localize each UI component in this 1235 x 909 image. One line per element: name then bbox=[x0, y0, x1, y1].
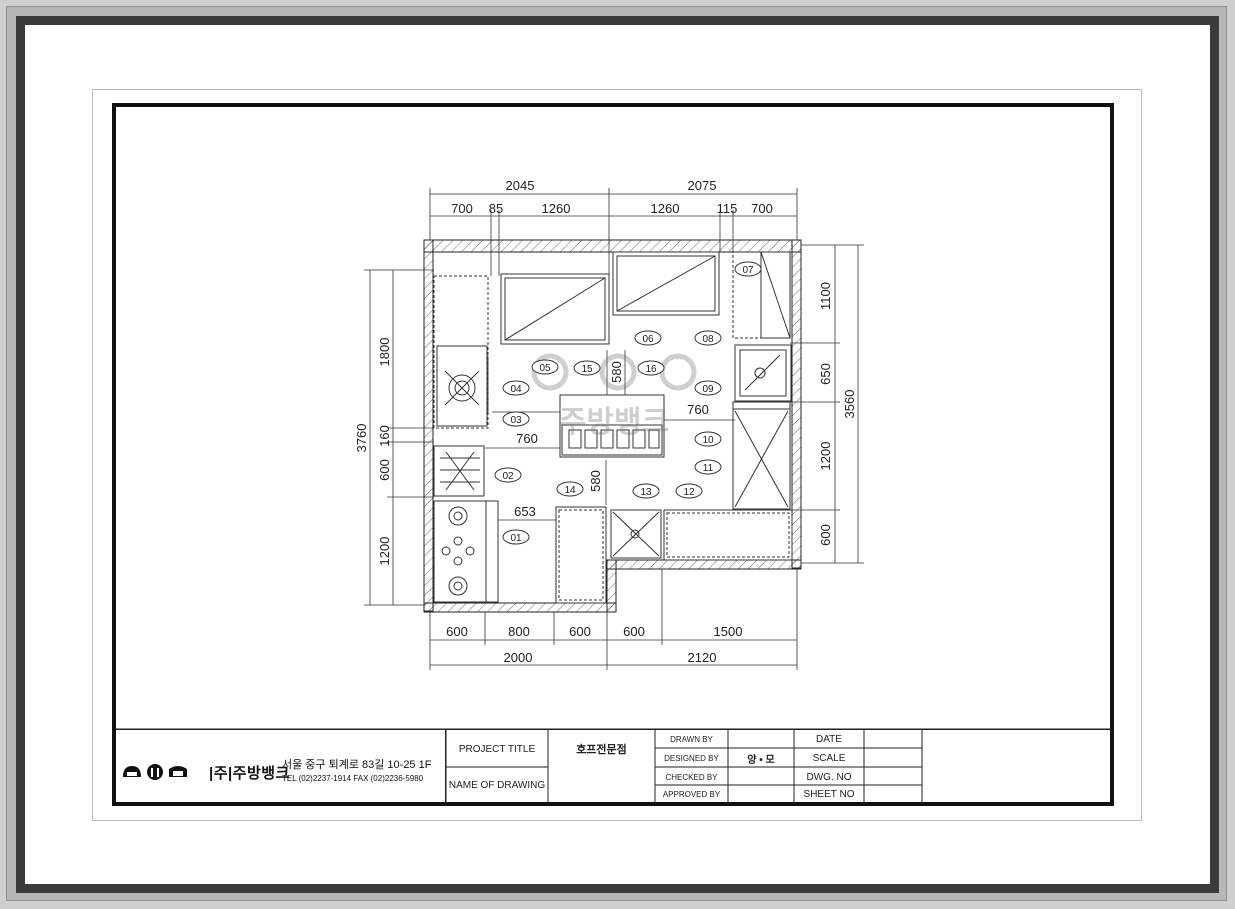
dim-top-4: 1260 bbox=[651, 201, 680, 216]
dim-top-5: 115 bbox=[717, 201, 738, 216]
equipment-tag-05[interactable]: 05 bbox=[531, 359, 559, 375]
svg-text:05: 05 bbox=[539, 363, 551, 374]
dimension-lines bbox=[364, 188, 864, 670]
project-title-value: 호프전문점 bbox=[576, 744, 627, 756]
company-name: |주|주방뱅크 bbox=[209, 765, 290, 782]
hood-icon bbox=[123, 766, 141, 777]
approved-by-label: APPROVED BY bbox=[662, 790, 721, 799]
dim-left-4: 1200 bbox=[377, 537, 392, 566]
svg-text:09: 09 bbox=[702, 384, 714, 395]
scale-label: SCALE bbox=[812, 753, 846, 764]
svg-text:15: 15 bbox=[581, 364, 593, 375]
svg-text:12: 12 bbox=[683, 487, 695, 498]
svg-text:11: 11 bbox=[703, 463, 714, 474]
watermark: 주방뱅크 BANK bbox=[531, 353, 697, 439]
dim-top-3: 1260 bbox=[542, 201, 571, 216]
dim-right-3: 1200 bbox=[818, 442, 833, 471]
dim-right-2: 650 bbox=[818, 363, 833, 385]
dim-bottom-2: 800 bbox=[508, 624, 530, 639]
dim-top-6: 700 bbox=[751, 201, 773, 216]
svg-text:03: 03 bbox=[510, 415, 522, 426]
svg-text:02: 02 bbox=[502, 471, 514, 482]
equipment-tag-03[interactable]: 03 bbox=[502, 411, 530, 427]
dim-interior-1: 580 bbox=[609, 361, 624, 383]
dim-top-1: 700 bbox=[451, 201, 473, 216]
equipment-tag-08[interactable]: 08 bbox=[694, 330, 722, 346]
svg-text:07: 07 bbox=[742, 265, 754, 276]
equipment-tag-14[interactable]: 14 bbox=[556, 481, 584, 497]
walls bbox=[423, 239, 802, 613]
svg-text:06: 06 bbox=[642, 334, 654, 345]
dim-bottom-4: 600 bbox=[623, 624, 645, 639]
sheet-no-label: SHEET NO bbox=[803, 789, 855, 800]
svg-text:10: 10 bbox=[702, 435, 714, 446]
dim-interior-2: 760 bbox=[687, 402, 709, 417]
date-label: DATE bbox=[816, 734, 842, 745]
svg-text:16: 16 bbox=[645, 364, 657, 375]
equipment-tag-02[interactable]: 02 bbox=[494, 467, 522, 483]
company-logo bbox=[123, 764, 187, 780]
dimension-labels: 2045 2075 700 85 1260 1260 115 700 600 8… bbox=[354, 178, 857, 665]
equipment-tag-15[interactable]: 15 bbox=[573, 360, 601, 376]
equipment-tag-04[interactable]: 04 bbox=[502, 380, 530, 396]
dim-right-4: 600 bbox=[818, 524, 833, 546]
dim-bottom-total-1: 2000 bbox=[504, 650, 533, 665]
dim-left-outer: 3760 bbox=[354, 424, 369, 453]
dim-left-2: 160 bbox=[377, 425, 392, 447]
company-tel: TEL (02)2237-1914 FAX (02)2236-5980 bbox=[282, 774, 424, 783]
drawn-by-label: DRAWN BY bbox=[670, 735, 713, 744]
utensils-icon bbox=[147, 764, 163, 780]
dim-left-1: 1800 bbox=[377, 338, 392, 367]
equipment-tag-01[interactable]: 01 bbox=[502, 529, 530, 545]
equipment-tag-09[interactable]: 09 bbox=[694, 380, 722, 396]
equipment bbox=[433, 251, 793, 604]
svg-text:14: 14 bbox=[564, 485, 576, 496]
dim-top-total-1: 2045 bbox=[506, 178, 535, 193]
store-icon bbox=[169, 766, 187, 777]
svg-text:04: 04 bbox=[510, 384, 522, 395]
equipment-tag-10[interactable]: 10 bbox=[694, 431, 722, 447]
dim-right-outer: 3560 bbox=[842, 390, 857, 419]
project-title-label: PROJECT TITLE bbox=[458, 743, 536, 755]
dim-bottom-1: 600 bbox=[446, 624, 468, 639]
dim-bottom-5: 1500 bbox=[714, 624, 743, 639]
dwg-no-label: DWG. NO bbox=[806, 771, 852, 783]
checked-by-label: CHECKED BY bbox=[665, 772, 718, 782]
equipment-tag-11[interactable]: 11 bbox=[694, 459, 722, 475]
dim-interior-3: 760 bbox=[516, 431, 538, 446]
equipment-tag-13[interactable]: 13 bbox=[632, 483, 660, 499]
equipment-tag-16[interactable]: 16 bbox=[637, 360, 665, 376]
designed-by-value: 양 • 모 bbox=[747, 755, 775, 766]
watermark-small: BANK bbox=[669, 356, 685, 362]
title-block: |주|주방뱅크 서울 중구 퇴계로 83길 10-25 1F TEL (02)2… bbox=[116, 729, 1110, 803]
svg-text:08: 08 bbox=[702, 334, 714, 345]
equipment-tag-06[interactable]: 06 bbox=[634, 330, 662, 346]
company-address: 서울 중구 퇴계로 83길 10-25 1F bbox=[282, 759, 432, 771]
dim-interior-5: 580 bbox=[588, 470, 603, 492]
equipment-tag-12[interactable]: 12 bbox=[675, 483, 703, 499]
dim-interior-4: 653 bbox=[514, 504, 536, 519]
svg-text:13: 13 bbox=[640, 487, 652, 498]
designed-by-label: DESIGNED BY bbox=[664, 754, 719, 763]
dim-top-2: 85 bbox=[489, 201, 503, 216]
equipment-tag-07[interactable]: 07 bbox=[734, 261, 762, 277]
dim-left-3: 600 bbox=[377, 459, 392, 481]
drawing-border bbox=[112, 103, 1114, 806]
svg-text:01: 01 bbox=[510, 533, 522, 544]
dim-top-total-2: 2075 bbox=[688, 178, 717, 193]
watermark-text: 주방뱅크 bbox=[559, 406, 669, 439]
dim-bottom-3: 600 bbox=[569, 624, 591, 639]
dim-right-1: 1100 bbox=[818, 282, 833, 310]
dim-bottom-total-2: 2120 bbox=[688, 650, 717, 665]
name-of-drawing-label: NAME OF DRAWING bbox=[448, 780, 546, 791]
company-cell: |주|주방뱅크 서울 중구 퇴계로 83길 10-25 1F TEL (02)2… bbox=[116, 730, 446, 803]
equipment-tag-group: 01 02 03 04 05 06 07 08 09 10 11 12 13 1… bbox=[494, 261, 762, 545]
